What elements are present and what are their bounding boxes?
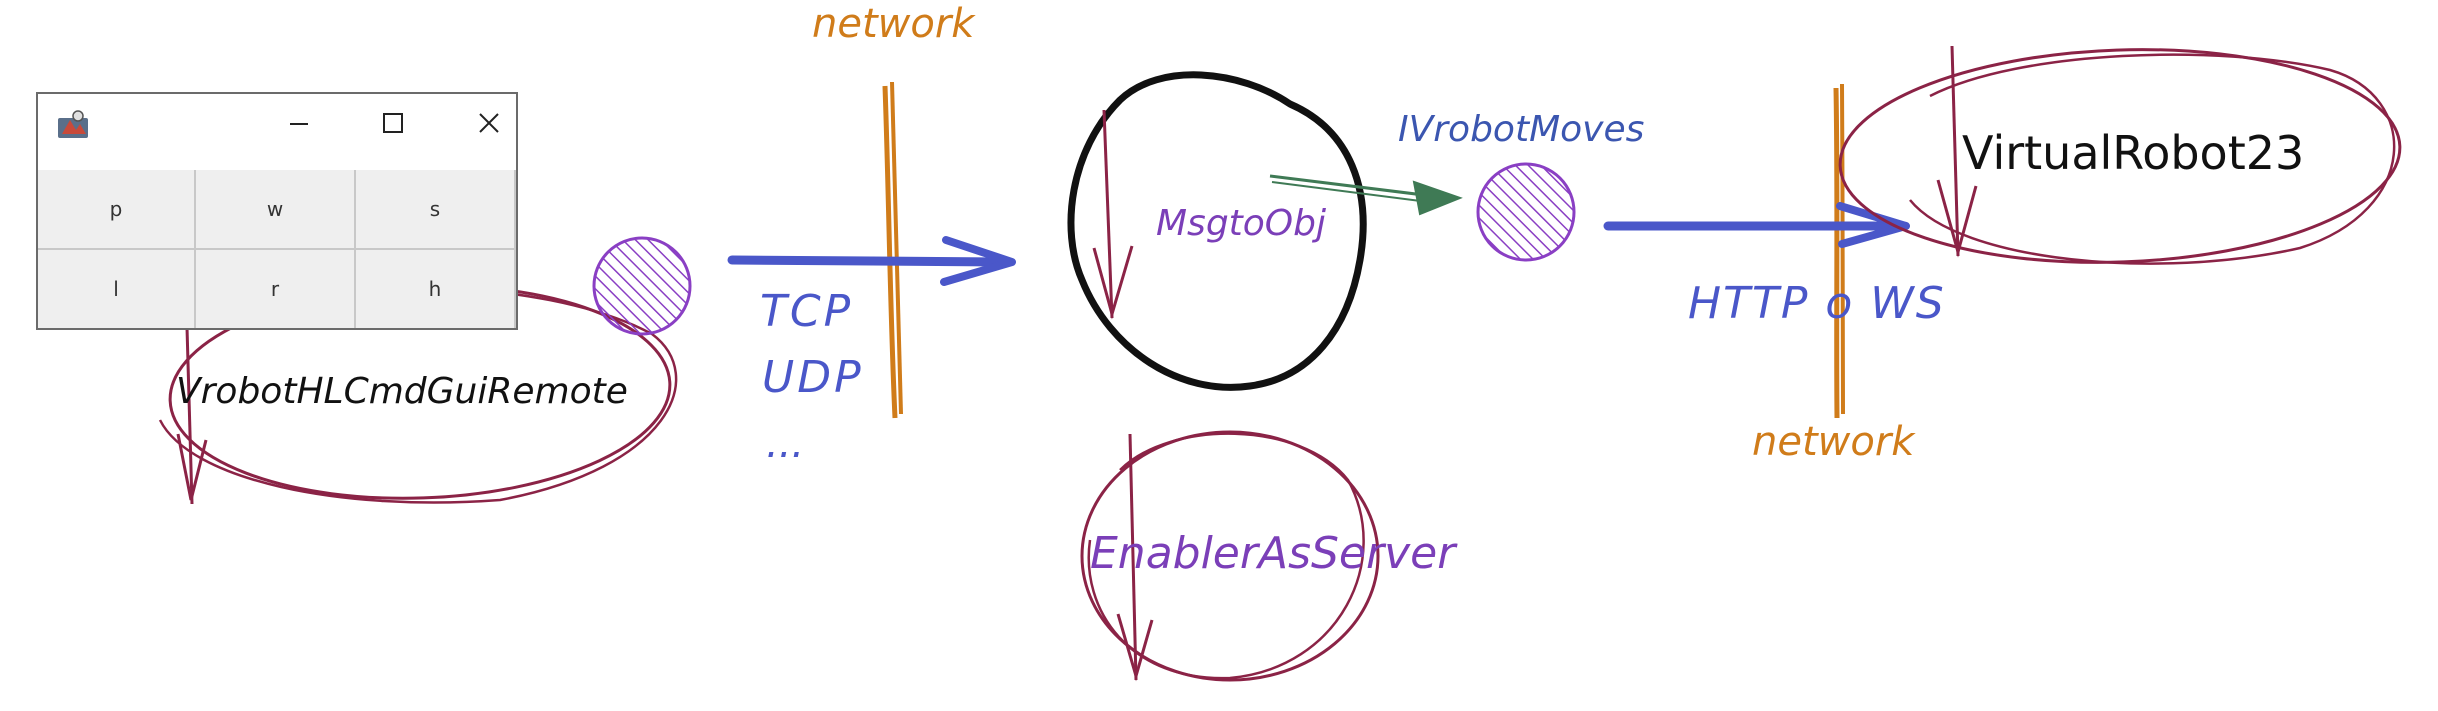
udp-label: UDP: [762, 352, 864, 403]
msgtoobj-pin: [1092, 109, 1134, 320]
cmd-button-h[interactable]: h: [356, 250, 516, 328]
maximize-icon[interactable]: [378, 108, 408, 138]
tcp-arrow: [727, 236, 1016, 286]
cmd-button-w[interactable]: w: [196, 170, 356, 250]
interface-arrow: [1269, 174, 1463, 216]
minimize-icon[interactable]: [284, 108, 314, 138]
virtualrobot-label: VirtualRobot23: [1962, 126, 2305, 180]
http-ws-label: HTTP o WS: [1688, 278, 1946, 329]
network-separator-left: [882, 81, 903, 419]
ellipsis-label: ...: [766, 421, 805, 467]
network-label-bottom: network: [1752, 419, 1915, 465]
gui-remote-label: VrobotHLCmdGuiRemote: [176, 371, 628, 412]
enabler-node: [1080, 430, 1380, 682]
enabler-label: EnablerAsServer: [1090, 528, 1456, 579]
ivrobotmoves-port-circle: [1476, 162, 1576, 262]
network-separator-right: [1833, 83, 1845, 419]
cmd-button-l[interactable]: l: [38, 250, 196, 328]
msgtoobj-label: MsgtoObj: [1156, 203, 1326, 244]
virtualrobot-node: [1838, 45, 2402, 265]
http-arrow: [1603, 202, 1910, 248]
cmd-button-p[interactable]: p: [38, 170, 196, 250]
ivrobotmoves-label: IVrobotMoves: [1398, 109, 1645, 150]
cmd-button-s[interactable]: s: [356, 170, 516, 250]
close-icon[interactable]: [474, 108, 504, 138]
cmd-button-r[interactable]: r: [196, 250, 356, 328]
tcp-label: TCP: [760, 286, 854, 337]
msgtoobj-component: [1067, 71, 1367, 391]
java-app-icon: [58, 110, 88, 138]
command-button-grid: p w s l r h: [38, 170, 516, 328]
network-label-top: network: [812, 1, 975, 47]
gui-port-circle: [592, 236, 692, 336]
gui-window[interactable]: p w s l r h: [36, 92, 518, 330]
window-titlebar[interactable]: [38, 94, 516, 170]
